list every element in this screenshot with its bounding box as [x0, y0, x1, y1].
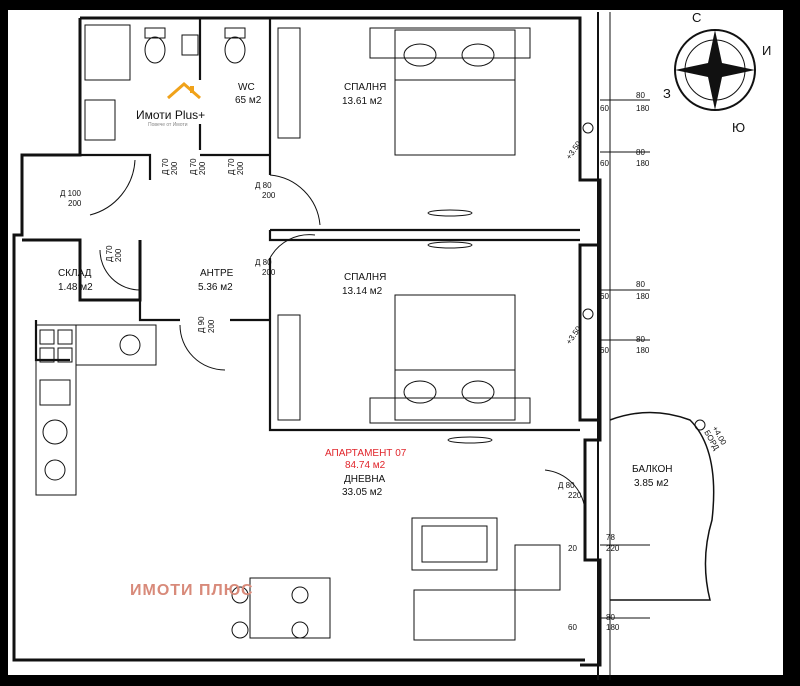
- balcony-outline: [609, 411, 715, 601]
- apartment-title: АПАРТАМЕНТ 07: [325, 448, 407, 459]
- hall-name: АНТРЕ: [200, 268, 234, 279]
- bedroom2-name: СПАЛНЯ: [344, 272, 386, 283]
- wardrobe-1: [277, 27, 301, 139]
- window3-sill: 60: [600, 292, 609, 301]
- balcony-name: БАЛКОН: [632, 464, 673, 475]
- compass-south: Ю: [732, 120, 745, 135]
- window5-width: 78: [606, 533, 615, 542]
- window6-sill: 60: [568, 623, 577, 632]
- window6-height: 180: [606, 623, 620, 632]
- door5-width: Д 80: [558, 481, 575, 490]
- window2-width: 80: [636, 148, 645, 157]
- window1-sill: 60: [600, 104, 609, 113]
- bedroom1-area: 13.61 м2: [342, 96, 383, 107]
- door6-width: Д 70: [161, 158, 170, 175]
- living-furniture: [231, 517, 561, 641]
- window4-height: 180: [636, 346, 650, 355]
- window3-width: 80: [636, 280, 645, 289]
- bed-1: [369, 27, 531, 156]
- door5-height: 220: [568, 491, 582, 500]
- living-area: 33.05 м2: [342, 487, 383, 498]
- compass-rose: [674, 29, 756, 111]
- watermark: ИМОТИ ПЛЮС: [130, 582, 254, 599]
- door9-width: Д 70: [105, 245, 114, 262]
- door1-height: 200: [68, 199, 82, 208]
- kitchen-counter: [35, 324, 157, 496]
- bathroom-fixtures: [84, 24, 246, 141]
- window1-width: 80: [636, 91, 645, 100]
- door-swings: [89, 159, 586, 511]
- window-marks: [600, 99, 650, 619]
- compass-east: И: [762, 43, 771, 58]
- door8-height: 200: [236, 161, 245, 175]
- facade-hatch: [597, 12, 611, 680]
- door8-width: Д 70: [227, 158, 236, 175]
- door7-width: Д 70: [189, 158, 198, 175]
- balcony-area: 3.85 м2: [634, 478, 669, 489]
- door2-height: 200: [262, 191, 276, 200]
- bedroom2-area: 13.14 м2: [342, 286, 383, 297]
- window5-sill: 20: [568, 544, 577, 553]
- compass-north: С: [692, 10, 701, 25]
- brand-logo: Имоти Plus+ Повече от Имоти: [134, 80, 234, 128]
- wc-name: WC: [238, 82, 255, 93]
- interior-walls: [34, 18, 580, 432]
- window2-sill: 60: [600, 159, 609, 168]
- apartment-area: 84.74 м2: [345, 460, 386, 471]
- window3-height: 180: [636, 292, 650, 301]
- logo-brand: Имоти Plus+: [136, 108, 206, 122]
- window4-width: 80: [636, 335, 645, 344]
- living-name: ДНЕВНА: [344, 474, 386, 485]
- storage-name: СКЛАД: [58, 268, 92, 279]
- tv-marks: [427, 209, 493, 444]
- door3-width: Д 80: [255, 258, 272, 267]
- door2-width: Д 80: [255, 181, 272, 190]
- storage-area: 1.48 м2: [58, 282, 93, 293]
- window1-height: 180: [636, 104, 650, 113]
- door6-height: 200: [170, 161, 179, 175]
- door4-width: Д 90: [197, 316, 206, 333]
- compass-west: З: [663, 86, 671, 101]
- hall-area: 5.36 м2: [198, 282, 233, 293]
- door7-height: 200: [198, 161, 207, 175]
- logo-tagline: Повече от Имоти: [148, 122, 188, 128]
- window2-height: 180: [636, 159, 650, 168]
- door9-height: 200: [114, 248, 123, 262]
- level-markers: [582, 122, 706, 431]
- window4-sill: 60: [600, 346, 609, 355]
- wc-area: 65 м2: [235, 95, 262, 106]
- bedroom1-name: СПАЛНЯ: [344, 82, 386, 93]
- window6-width: 80: [606, 613, 615, 622]
- house-icon: [167, 82, 201, 100]
- wardrobe-2: [277, 314, 301, 421]
- window5-height: 220: [606, 544, 620, 553]
- door3-height: 200: [262, 268, 276, 277]
- door4-height: 200: [207, 319, 216, 333]
- bed-2: [369, 294, 531, 424]
- door1-width: Д 100: [60, 189, 82, 198]
